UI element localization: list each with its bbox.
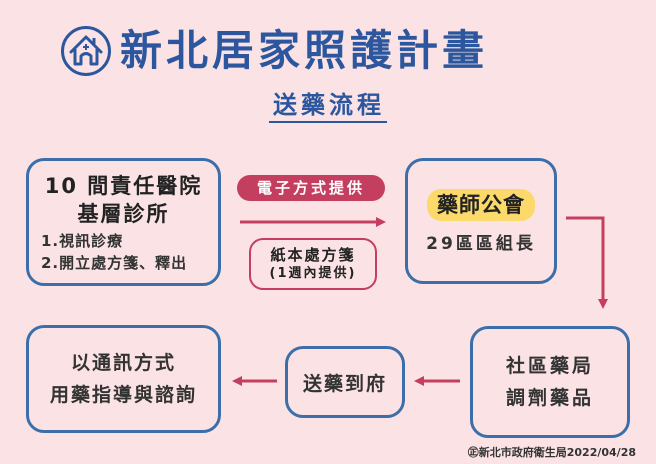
pharmacist-union-box: 藥師公會 29區區組長 bbox=[405, 158, 557, 284]
delivery-box: 送藥到府 bbox=[285, 346, 405, 418]
pharmacist-union-title: 藥師公會 bbox=[427, 188, 535, 221]
page-subtitle: 送藥流程 bbox=[0, 92, 656, 124]
arrow-to-pharmacy bbox=[566, 216, 608, 309]
footer-credit: ㊣新北市政府衛生局2022/04/28 bbox=[467, 446, 636, 459]
consultation-line2: 用藥指導與諮詢 bbox=[49, 384, 197, 406]
paper-prescription-title: 紙本處方箋 bbox=[270, 246, 356, 264]
electronic-method-label: 電子方式提供 bbox=[237, 175, 385, 201]
community-pharmacy-box: 社區藥局 調劑藥品 bbox=[470, 326, 630, 438]
hospitals-item: 2.開立處方箋、釋出 bbox=[41, 254, 188, 272]
hospitals-item: 1.視訊診療 bbox=[41, 232, 124, 250]
district-leaders: 29區區組長 bbox=[426, 233, 536, 254]
subtitle-text: 送藥流程 bbox=[269, 92, 387, 124]
page-title: 新北居家照護計畫 bbox=[120, 26, 489, 75]
consultation-line1: 以通訊方式 bbox=[70, 352, 176, 374]
paper-prescription-note: (1週內提供) bbox=[269, 266, 357, 281]
community-pharmacy-line2: 調劑藥品 bbox=[505, 387, 594, 409]
title-row: 新北居家照護計畫 bbox=[60, 20, 488, 82]
community-pharmacy-line1: 社區藥局 bbox=[505, 355, 594, 377]
consultation-box: 以通訊方式 用藥指導與諮詢 bbox=[26, 325, 221, 433]
clinics-title: 基層診所 bbox=[77, 202, 170, 226]
delivery-label: 送藥到府 bbox=[302, 372, 387, 395]
home-with-cross-icon bbox=[61, 26, 111, 76]
paper-prescription-label: 紙本處方箋 (1週內提供) bbox=[249, 238, 377, 290]
hospitals-box: 10 間責任醫院 基層診所 1.視訊診療 2.開立處方箋、釋出 bbox=[26, 158, 221, 286]
hospitals-title: 10 間責任醫院 bbox=[44, 174, 203, 198]
hospitals-items: 1.視訊診療 2.開立處方箋、釋出 bbox=[41, 230, 187, 274]
